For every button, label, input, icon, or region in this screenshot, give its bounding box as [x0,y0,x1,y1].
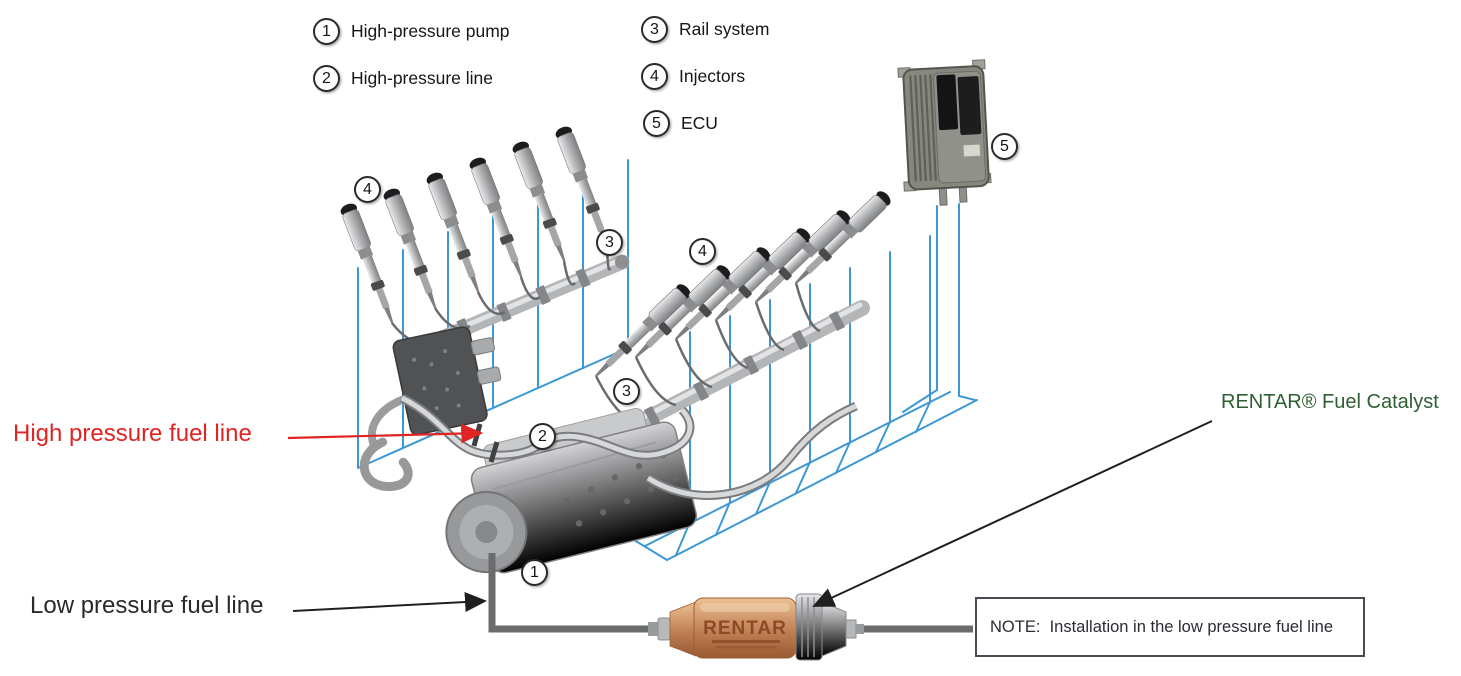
legend-number-badge: 3 [641,16,668,43]
callout-4-injectors-right: 4 [689,238,716,265]
legend-number-badge: 5 [643,110,670,137]
callout-5-ecu: 5 [991,133,1018,160]
callout-2-hp-line: 2 [529,423,556,450]
legend-label: High-pressure line [351,68,494,88]
ecu [897,59,992,206]
catalyst-body-text: RENTAR [703,618,787,639]
legend-item-line: 2 High-pressure line [313,65,493,92]
legend-label: Rail system [679,19,770,39]
label-rentar-fuel-catalyst: RENTAR® Fuel Catalyst [1221,391,1439,413]
annotation-arrows [287,420,1213,613]
legend-item-ecu: 5 ECU [643,110,718,137]
legend-number-badge: 4 [641,63,668,90]
low-pressure-arrow [292,592,487,613]
left-rail-tubes [391,245,612,345]
high-pressure-lines [399,393,858,500]
legend-item-rail: 3 Rail system [641,16,769,43]
callout-3-rail-right: 3 [613,378,640,405]
legend-number-badge: 1 [313,18,340,45]
injector-bank-right [589,188,894,383]
note-box: NOTE: Installation in the low pressure f… [975,597,1365,657]
legend-item-injectors: 4 Injectors [641,63,745,90]
legend-label: High-pressure pump [351,21,510,41]
rentar-catalyst-device: RENTAR [648,593,864,661]
legend-label: Injectors [679,66,746,86]
high-pressure-pump [445,407,698,574]
legend-number-badge: 2 [313,65,340,92]
rentar-arrow [812,420,1213,607]
low-pressure-fuel-line [488,553,973,633]
label-low-pressure-fuel-line: Low pressure fuel line [30,592,264,619]
legend-item-pump: 1 High-pressure pump [313,18,510,45]
injector-bank-left [338,123,616,328]
label-high-pressure-fuel-line: High pressure fuel line [13,420,252,447]
legend-label: ECU [681,113,718,133]
high-pressure-arrow [287,423,484,444]
callout-4-injectors-left: 4 [354,176,381,203]
callout-1-pump: 1 [521,559,548,586]
callout-3-rail-left: 3 [596,229,623,256]
